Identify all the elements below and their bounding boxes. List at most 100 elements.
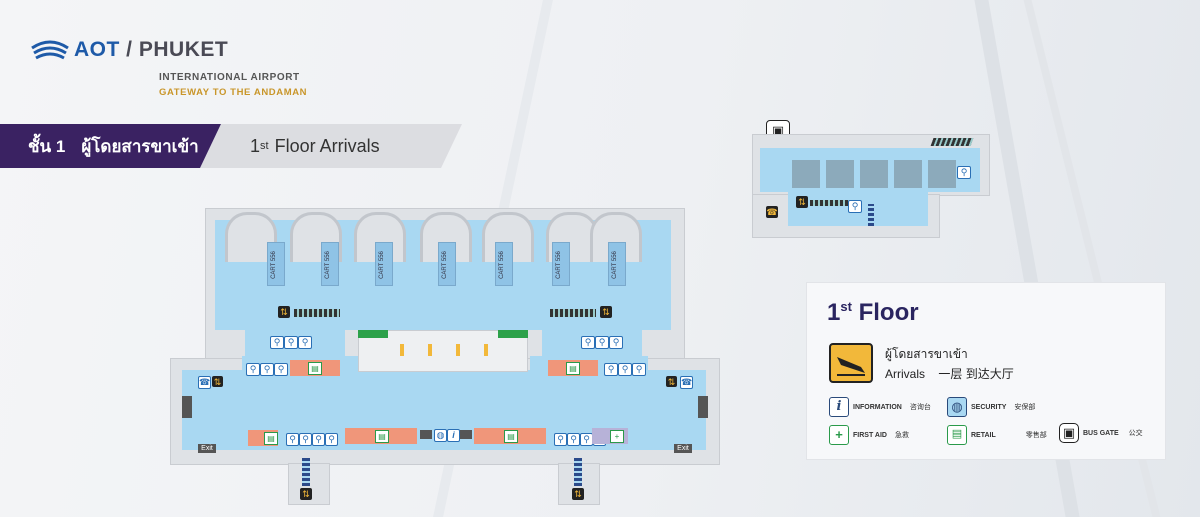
legend-item-bus-gate: ▣ BUS GATE 公交 xyxy=(1059,423,1143,443)
floor-banner-thai: ชั้น 1 ผู้โดยสารขาเข้า xyxy=(0,124,250,168)
legend-item-cn: 安保部 xyxy=(1014,404,1036,411)
exit-sign: Exit xyxy=(674,444,692,453)
security-icon: ◍ xyxy=(434,429,447,442)
floor-plan-map: CART 556 CART 556 CART 556 CART 556 CART… xyxy=(170,208,720,508)
escalator-icon: ⇅ xyxy=(796,196,808,208)
toilet-icon: ⚲ xyxy=(581,336,595,349)
legend-item-label: SECURITY xyxy=(971,403,1007,411)
carousel-loop xyxy=(290,212,342,262)
escalator xyxy=(810,200,854,206)
toilet-icon: ⚲ xyxy=(298,336,312,349)
customs-counter xyxy=(456,344,460,356)
exit-sign xyxy=(698,396,708,418)
legend-item-cn: 咨询台 xyxy=(909,404,931,411)
banner-en-sup: st xyxy=(260,140,269,152)
escalator xyxy=(930,138,974,146)
legend-arrivals-thai: ผู้โดยสารขาเข้า xyxy=(885,347,968,361)
toilet-icon: ⚲ xyxy=(299,433,312,446)
banner-thai-floor: ชั้น 1 xyxy=(28,136,66,156)
toilet-icon: ⚲ xyxy=(554,433,567,446)
exit-label: Exit xyxy=(201,445,213,452)
logo-tagline: GATEWAY TO THE ANDAMAN xyxy=(159,87,308,98)
carousel-loop xyxy=(225,212,277,262)
legend-item-label: BUS GATE xyxy=(1083,429,1119,437)
legend-arrivals: Arrivals 一层 到达大厅 xyxy=(885,365,1014,382)
retail-icon: ▤ xyxy=(375,430,389,443)
legend-item-information: i INFORMATION 咨询台 xyxy=(829,397,931,417)
bus-icon: ▣ xyxy=(1059,423,1079,443)
first-aid-icon: + xyxy=(829,425,849,445)
escalator-icon: ⇅ xyxy=(600,306,612,318)
baggage-belt: CART 556 xyxy=(552,242,570,286)
plane-landing-icon xyxy=(837,357,865,376)
baggage-belt: CART 556 xyxy=(495,242,513,286)
legend-title-label: Floor xyxy=(858,299,919,326)
bus-gate-area xyxy=(760,148,980,192)
escalator xyxy=(294,309,340,317)
customs-counter xyxy=(400,344,404,356)
map-legend: 1st Floor ผู้โดยสารขาเข้า Arrivals 一层 到达… xyxy=(806,282,1166,460)
banner-thai-label: ผู้โดยสารขาเข้า xyxy=(81,136,199,156)
banner-en-num: 1 xyxy=(250,135,261,156)
baggage-belt: CART 556 xyxy=(375,242,393,286)
logo-subtitle: INTERNATIONAL AIRPORT xyxy=(159,72,300,83)
belt-label: CART 556 xyxy=(441,250,448,279)
customs-counter xyxy=(428,344,432,356)
belt-label: CART 556 xyxy=(498,250,505,279)
retail-icon: ▤ xyxy=(504,430,518,443)
phone-icon: ☎ xyxy=(766,206,778,218)
bus-gate-plan: ▣ ⚲ ⇅ ⚲ ☎ xyxy=(752,120,997,238)
legend-item-label: INFORMATION xyxy=(853,403,902,411)
baggage-belt: CART 556 xyxy=(608,242,626,286)
escalator xyxy=(550,309,596,317)
toilet-icon: ⚲ xyxy=(848,200,862,213)
legend-arrivals-cn: 一层 到达大厅 xyxy=(938,367,1014,381)
legend-title-num: 1 xyxy=(827,299,841,326)
toilet-icon: ⚲ xyxy=(609,336,623,349)
toilet-icon: ⚲ xyxy=(284,336,298,349)
legend-item-security: ◍ SECURITY 安保部 xyxy=(947,397,1035,417)
toilet-icon: ⚲ xyxy=(325,433,338,446)
escalator-icon: ⇅ xyxy=(212,376,223,387)
first-aid-icon: + xyxy=(610,430,624,443)
info-icon[interactable]: i xyxy=(447,429,460,442)
belt-label: CART 556 xyxy=(378,250,385,279)
corridor-escalator xyxy=(574,458,582,486)
airport-logo xyxy=(30,36,70,71)
legend-item-label: RETAIL xyxy=(971,431,996,439)
toilet-icon: ⚲ xyxy=(260,363,274,376)
arrivals-plane-icon xyxy=(829,343,873,383)
corridor-escalator xyxy=(868,204,874,226)
escalator-icon: ⇅ xyxy=(300,488,312,500)
aot-logo-icon xyxy=(31,40,69,60)
banner-en-label: Floor Arrivals xyxy=(274,135,380,156)
escalator-icon: ⇅ xyxy=(572,488,584,500)
exit-label: Exit xyxy=(677,445,689,452)
legend-item-cn: 零售部 xyxy=(1025,432,1047,439)
retail-icon: ▤ xyxy=(264,432,278,445)
logo-city: PHUKET xyxy=(138,38,229,61)
legend-item-first-aid: + FIRST AID 急救 xyxy=(829,425,909,445)
toilet-icon: ⚲ xyxy=(270,336,284,349)
belt-label: CART 556 xyxy=(555,250,562,279)
exit-sign xyxy=(420,430,432,439)
toilet-icon: ⚲ xyxy=(286,433,299,446)
phone-icon: ☎ xyxy=(680,376,693,389)
escalator-icon: ⇅ xyxy=(278,306,290,318)
legend-title: 1st Floor xyxy=(827,299,919,327)
toilet-icon: ⚲ xyxy=(246,363,260,376)
exit-sign: Exit xyxy=(198,444,216,453)
legend-arrivals-en: Arrivals xyxy=(885,367,926,381)
info-icon: i xyxy=(829,397,849,417)
retail-icon: ▤ xyxy=(947,425,967,445)
logo-title: AOT / PHUKET xyxy=(74,38,228,62)
legend-title-sup: st xyxy=(840,299,852,314)
retail-icon: ▤ xyxy=(308,362,322,375)
security-icon: ◍ xyxy=(947,397,967,417)
baggage-belt: CART 556 xyxy=(267,242,285,286)
toilet-icon: ⚲ xyxy=(618,363,632,376)
belt-label: CART 556 xyxy=(324,250,331,279)
toilet-icon: ⚲ xyxy=(595,336,609,349)
toilet-icon: ⚲ xyxy=(632,363,646,376)
